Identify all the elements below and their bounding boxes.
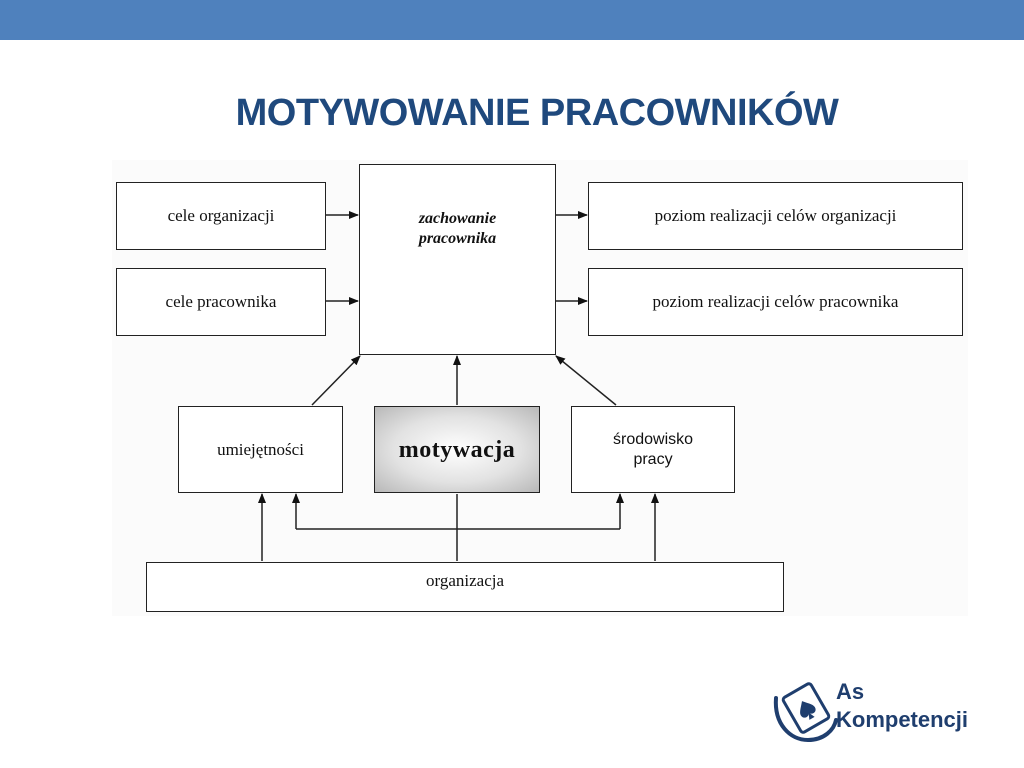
logo-text-as: As — [836, 679, 865, 704]
label-poziom-organizacji: poziom realizacji celów organizacji — [654, 206, 897, 226]
box-poziom-organizacji: poziom realizacji celów organizacji — [588, 182, 963, 250]
box-srodowisko-pracy: środowisko pracy — [571, 406, 735, 493]
label-zachowanie-line1: zachowanie — [418, 210, 497, 227]
label-umiejetnosci: umiejętności — [217, 439, 304, 459]
top-accent-bar — [0, 0, 1024, 40]
box-zachowanie-pracownika: zachowanie pracownika — [359, 164, 556, 355]
box-motywacja: motywacja — [374, 406, 540, 493]
box-umiejetnosci: umiejętności — [178, 406, 343, 493]
arrow-umiejetnosci-up — [311, 355, 361, 406]
label-motywacja: motywacja — [398, 436, 516, 463]
label-cele-organizacji: cele organizacji — [167, 206, 275, 226]
label-poziom-pracownika: poziom realizacji celów pracownika — [652, 292, 899, 312]
arrow-srodowisko-up — [555, 355, 617, 406]
label-srodowisko-line2: pracy — [633, 450, 673, 468]
label-cele-pracownika: cele pracownika — [165, 292, 277, 312]
label-srodowisko-line1: środowisko — [612, 430, 694, 448]
label-organizacja: organizacja — [425, 571, 505, 590]
label-zachowanie-line2: pracownika — [418, 230, 497, 247]
logo-text-kompetencji: Kompetencji — [836, 707, 969, 732]
slide-title: MOTYWOWANIE PRACOWNIKÓW — [235, 92, 839, 134]
logo-icon — [773, 682, 838, 743]
box-cele-organizacji: cele organizacji — [116, 182, 326, 250]
box-poziom-pracownika: poziom realizacji celów pracownika — [588, 268, 963, 336]
box-organizacja: organizacja — [146, 562, 784, 612]
box-cele-pracownika: cele pracownika — [116, 268, 326, 336]
